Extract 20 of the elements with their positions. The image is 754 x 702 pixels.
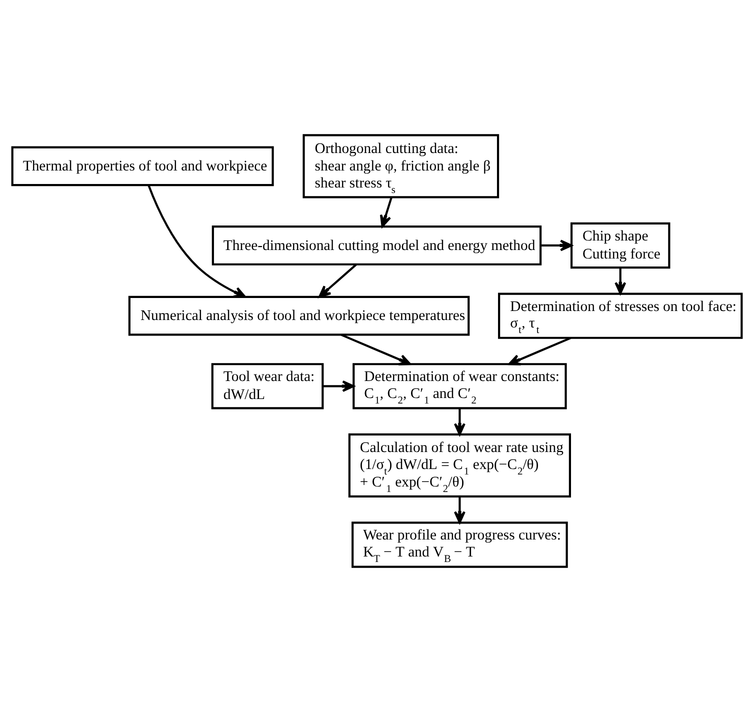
node-box: Three-dimensional cutting model and energy method (212, 226, 542, 266)
arrow (454, 496, 466, 524)
arrow (614, 268, 626, 294)
node-box: Calculation of tool wear rate using (1/σ$_{t}$) dW/dL = C$_{1}$ exp(−C$_{2}$/θ) + C′$_{1}$ exp(−C′$_{2}$/θ) (348, 433, 571, 498)
node-box: Tool wear data: dW/dL (211, 363, 324, 410)
node-box: Thermal properties of tool and workpiece (11, 146, 274, 186)
arrow (148, 184, 246, 298)
node-box: Wear profile and progress curves: K$_{T}$ − T and V$_{B}$ − T (352, 522, 568, 568)
arrow (454, 408, 466, 436)
node-box: Determination of stresses on tool face: σ$_{t}$, τ$_{t}$ (498, 292, 743, 339)
node-box: Chip shape Cutting force (570, 222, 670, 269)
node-box: Determination of wear constants: C$_{1}$, C$_{2}$, C′$_{1}$ and C′$_{2}$ (352, 363, 567, 410)
node-box: Numerical analysis of tool and workpiece temperatures (128, 296, 470, 336)
node-box: Orthogonal cutting data: shear angle φ, friction angle β shear stress τ$_{s}$ (302, 134, 500, 198)
arrow (322, 380, 355, 392)
arrow (540, 240, 572, 252)
arrow (318, 264, 358, 298)
arrow (380, 196, 392, 228)
arrow (340, 334, 412, 366)
arrow (508, 336, 572, 366)
